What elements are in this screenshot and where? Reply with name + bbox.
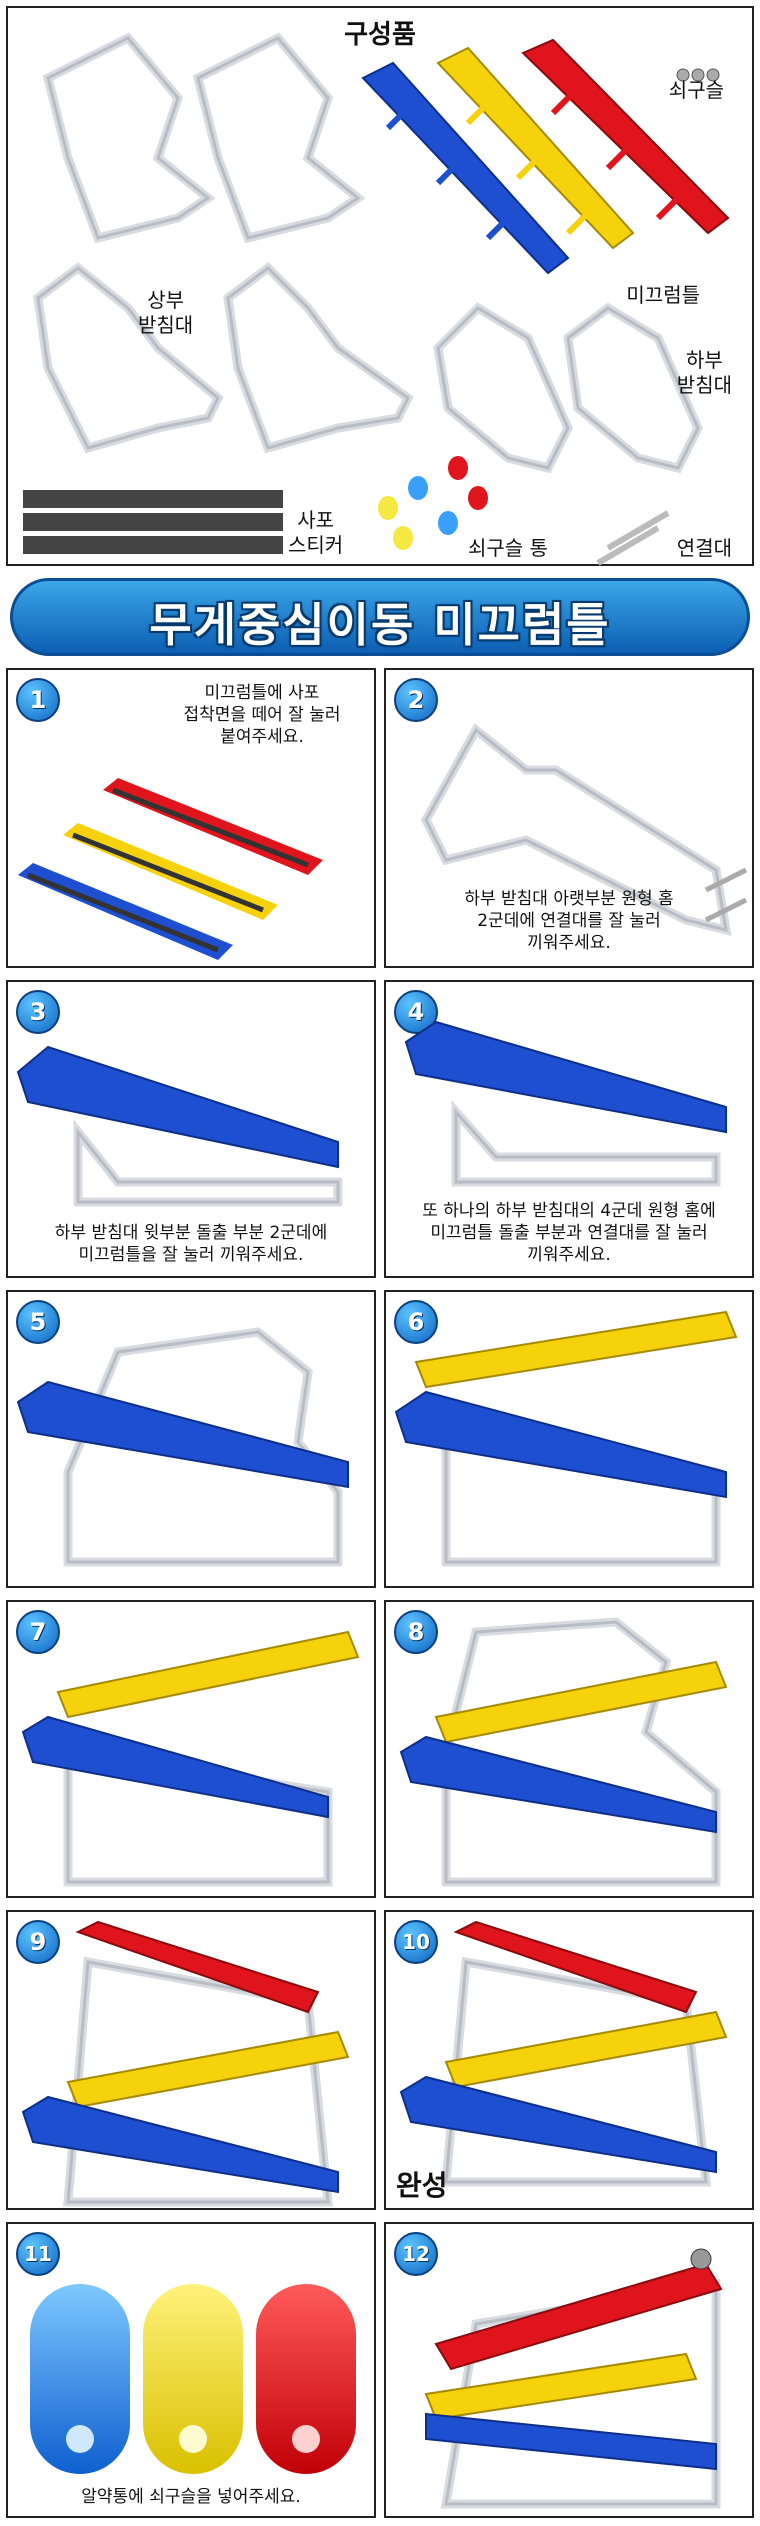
step-number-1: 1	[16, 678, 60, 722]
step-text-1: 미끄럼틀에 사포 접착면을 떼어 잘 눌러 붙여주세요.	[183, 683, 341, 748]
step-panel-8: 8	[384, 1600, 754, 1898]
step-panel-12: 12	[384, 2222, 754, 2518]
step-illustration-10	[399, 1920, 728, 2187]
step-panel-2: 2 하부 받침대 아랫부분 원형 홈 2군데에 연결대를 잘 눌러 끼워주세요.	[384, 668, 754, 968]
step-number-12: 12	[394, 2232, 438, 2276]
step-illustration-6	[394, 1310, 738, 1567]
step-illustration-4	[404, 1020, 727, 1187]
step-text-3: 하부 받침대 윗부분 돌출 부분 2군데에 미끄럼틀을 잘 눌러 끼워주세요.	[54, 1223, 328, 1266]
step-panel-4: 4 또 하나의 하부 받침대의 4군데 원형 홈에 미끄럼틀 돌출 부분과 연결…	[384, 980, 754, 1278]
step-number-11: 11	[16, 2232, 60, 2276]
step-text-11: 알약통에 쇠구슬을 넣어주세요.	[81, 2487, 301, 2507]
step-panel-9: 9	[6, 1910, 376, 2210]
blue-capsule	[30, 2284, 130, 2474]
blue-slide-part	[361, 61, 570, 275]
step-number-4: 4	[394, 990, 438, 1034]
step-panel-10: 10 완성	[384, 1910, 754, 2210]
title-banner: 무게중심이동 미끄럼틀	[10, 578, 750, 656]
step-number-10: 10	[394, 1920, 438, 1964]
step-number-7: 7	[16, 1610, 60, 1654]
step-panel-7: 7	[6, 1600, 376, 1898]
yellow-capsule	[143, 2284, 243, 2474]
sticker-label: 사포 스티커	[288, 508, 344, 557]
step-text-2: 하부 받침대 아랫부분 원형 홈 2군데에 연결대를 잘 눌러 끼워주세요.	[464, 889, 674, 954]
lower-stand-label: 하부 받침대	[676, 348, 732, 397]
yellow-slide-part	[436, 46, 635, 250]
connector-label: 연결대	[676, 536, 732, 560]
step-illustration-9	[21, 1920, 350, 2207]
step-illustration-11	[30, 2284, 356, 2474]
upper-stand-label: 상부 받침대	[138, 288, 194, 337]
step-number-8: 8	[394, 1610, 438, 1654]
step-number-3: 3	[16, 990, 60, 1034]
step-illustration-8	[399, 1617, 728, 1887]
banner-title: 무게중심이동 미끄럼틀	[149, 598, 611, 652]
step-panel-6: 6	[384, 1290, 754, 1588]
ball-case-label: 쇠구슬 통	[468, 536, 548, 560]
components-panel: 구성품	[6, 6, 754, 566]
step-illustration-5	[16, 1327, 349, 1567]
components-title: 구성품	[344, 20, 416, 50]
balls-label: 쇠구슬	[668, 78, 724, 102]
step-panel-11: 11 알약통에 쇠구슬을 넣어주세요.	[6, 2222, 376, 2518]
step-number-5: 5	[16, 1300, 60, 1344]
step-illustration-2	[420, 723, 748, 937]
step-number-9: 9	[16, 1920, 60, 1964]
step-text-4: 또 하나의 하부 받침대의 4군데 원형 홈에 미끄럼틀 돌출 부분과 연결대를…	[422, 1201, 716, 1266]
components-illustration	[23, 32, 730, 566]
slides-label: 미끄럼틀	[626, 283, 700, 307]
red-slide-part	[521, 38, 730, 235]
complete-label: 완성	[396, 2169, 448, 2202]
step-illustration-3	[16, 1045, 343, 1207]
step-panel-3: 3 하부 받침대 윗부분 돌출 부분 2군데에 미끄럼틀을 잘 눌러 끼워주세요…	[6, 980, 376, 1278]
step-illustration-1	[18, 778, 323, 960]
step-illustration-12	[424, 2248, 723, 2509]
step-panel-5: 5	[6, 1290, 376, 1588]
step-panel-1: 1 미끄럼틀에 사포 접착면을 떼어 잘 눌러 붙여주세요.	[6, 668, 376, 968]
step-number-6: 6	[394, 1300, 438, 1344]
step-number-2: 2	[394, 678, 438, 722]
red-capsule	[256, 2284, 356, 2474]
step-illustration-7	[21, 1630, 360, 1887]
